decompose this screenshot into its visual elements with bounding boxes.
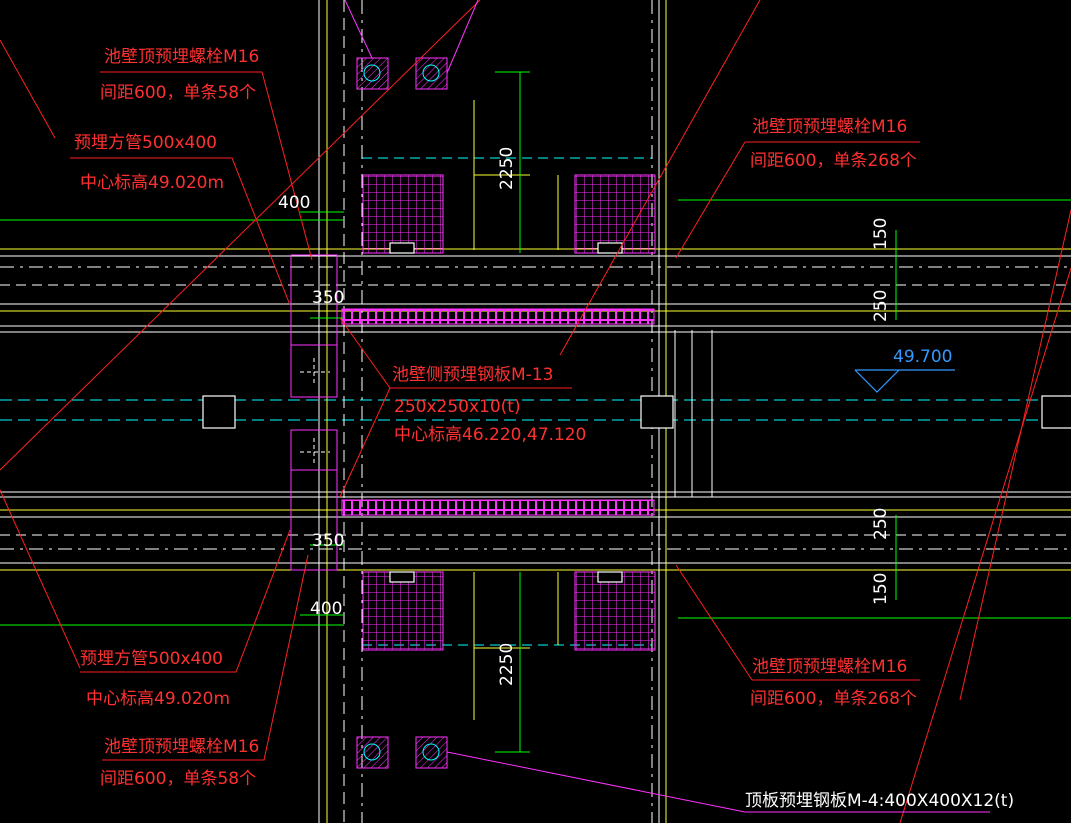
bolt-bottom-left-title: 池壁顶预埋螺栓M16 xyxy=(104,737,259,757)
leader-lines-magenta xyxy=(344,0,990,813)
bolt-top-right-title: 池壁顶预埋螺栓M16 xyxy=(752,117,907,137)
axis-lines-cyan xyxy=(0,157,1071,646)
plate-side-title: 池壁侧预埋钢板M-13 xyxy=(392,365,553,385)
dimension-texts: 400 350 350 400 2250 2250 150 250 250 15… xyxy=(278,147,891,686)
pipe-bottom-elev: 中心标高49.020m xyxy=(86,689,230,709)
bolt-bottom-right-title: 池壁顶预埋螺栓M16 xyxy=(752,657,907,677)
dim-400-bottom: 400 xyxy=(310,599,342,619)
bolt-bottom-right-spec: 间距600，单条268个 xyxy=(750,689,917,709)
bolt-bottom-left-spec: 间距600，单条58个 xyxy=(100,769,256,789)
roof-plate-label: 顶板预埋钢板M-4:400X400X12(t) xyxy=(745,791,1014,811)
dim-350-top: 350 xyxy=(312,288,344,308)
side-plate-column xyxy=(290,254,338,571)
level-mark-text: 49.700 xyxy=(893,347,952,367)
level-marker xyxy=(854,369,955,393)
pipe-top-title: 预埋方管500x400 xyxy=(74,133,217,153)
embedded-bolts xyxy=(356,57,448,769)
pipe-top-elev: 中心标高49.020m xyxy=(80,173,224,193)
dim-150-bottom: 150 xyxy=(871,573,891,605)
dim-350-bottom: 350 xyxy=(312,531,344,551)
dim-2250-top: 2250 xyxy=(497,147,517,190)
wall-lines-horizontal xyxy=(0,248,1071,571)
dim-2250-bottom: 2250 xyxy=(497,643,517,686)
dim-400-top: 400 xyxy=(278,193,310,213)
embedded-plate-grids xyxy=(341,174,656,651)
dim-150-top: 150 xyxy=(871,218,891,250)
columns xyxy=(202,242,1071,583)
bolt-top-right-spec: 间距600，单条268个 xyxy=(750,151,917,171)
dimension-lines xyxy=(0,71,1071,753)
plate-side-elev: 中心标高46.220,47.120 xyxy=(394,425,586,445)
plate-side-size: 250x250x10(t) xyxy=(394,397,521,417)
bolt-top-left-title: 池壁顶预埋螺栓M16 xyxy=(104,47,259,67)
dim-250-top: 250 xyxy=(871,290,891,322)
annotations: 池壁顶预埋螺栓M16 间距600，单条58个 预埋方管500x400 中心标高4… xyxy=(74,47,917,789)
dim-250-bottom: 250 xyxy=(871,508,891,540)
bolt-top-left-spec: 间距600，单条58个 xyxy=(100,83,256,103)
pipe-bottom-title: 预埋方管500x400 xyxy=(80,649,223,669)
